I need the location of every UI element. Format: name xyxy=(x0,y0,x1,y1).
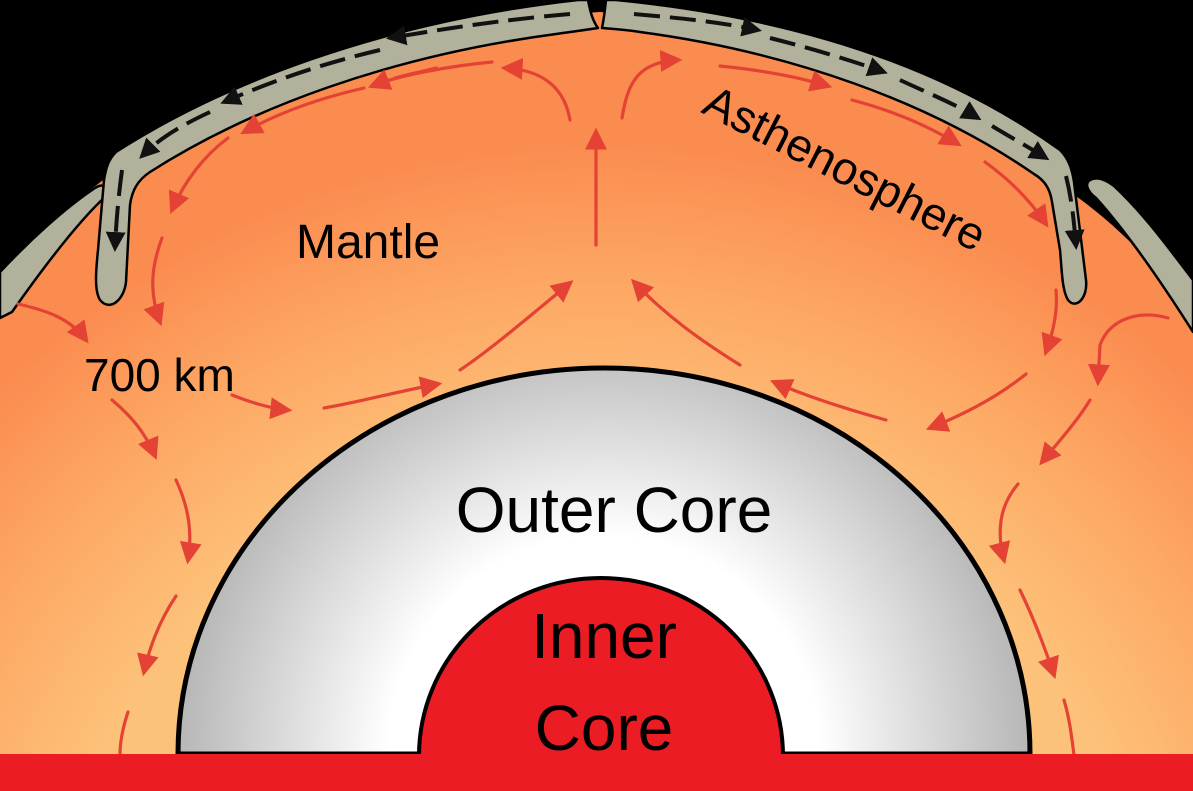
convection-arrow-up-left-curl xyxy=(500,57,572,122)
plate-motion-arrows xyxy=(105,12,1085,252)
convection-arrow-left-down-1 xyxy=(110,398,159,461)
convection-arrow-upper-left-4 xyxy=(143,236,165,327)
convection-arrow-upper-right-2 xyxy=(850,98,962,147)
base-band xyxy=(0,754,1193,791)
outer-core xyxy=(175,365,1033,757)
convection-arrow-upper-left-2 xyxy=(240,86,366,135)
convection-arrow-upper-right-4 xyxy=(1041,288,1063,357)
convection-arrow-right-down-1 xyxy=(1039,398,1092,466)
plate-arrow-right-4 xyxy=(990,124,1050,161)
convection-arrow-left-tail xyxy=(118,710,130,757)
mantle-label: Mantle xyxy=(296,216,440,269)
inner-core-label-line2: Core xyxy=(535,692,674,764)
convection-arrow-right-entry xyxy=(1087,313,1170,387)
convection-arrows xyxy=(16,49,1170,757)
plate-arrow-left-3 xyxy=(139,110,211,159)
convection-arrow-lower-right-2 xyxy=(769,379,888,422)
convection-arrow-tail-left-a xyxy=(393,66,438,80)
plate-arrow-left-2 xyxy=(220,48,381,105)
convection-arrow-up-right-curl xyxy=(620,49,683,120)
plate-arrow-right-3 xyxy=(899,78,982,121)
plate-arrow-left-1 xyxy=(386,12,571,46)
convection-arrow-left-down-2 xyxy=(174,478,202,565)
convection-arrow-700-right xyxy=(230,393,293,420)
inner-core xyxy=(416,576,786,758)
convection-arrow-right-down-3 xyxy=(1018,588,1059,680)
crust-right-edge xyxy=(1085,177,1193,334)
convection-arrow-right-down-2 xyxy=(988,482,1020,565)
plate-arrow-left-down xyxy=(105,169,126,252)
convection-arrow-lower-left-1 xyxy=(322,376,443,410)
convection-arrow-left-entry xyxy=(16,302,89,344)
convection-arrow-upper-right-3 xyxy=(983,160,1049,228)
outer-core-label: Outer Core xyxy=(456,474,773,546)
convection-arrow-lower-right-3 xyxy=(925,372,1028,432)
convection-arrow-right-tail xyxy=(1062,698,1076,757)
inner-core-label-line1: Inner xyxy=(531,600,677,672)
convection-arrow-upper-left-3 xyxy=(168,136,230,215)
plate-arrow-right-1 xyxy=(633,12,762,37)
convection-arrow-left-down-3 xyxy=(137,594,178,677)
convection-arrow-lower-right-1 xyxy=(630,278,742,367)
convection-arrow-lower-left-2 xyxy=(458,280,574,372)
plate-arrow-right-down xyxy=(1064,175,1085,250)
convection-arrow-upper-right-1 xyxy=(718,64,833,92)
depth-label: 700 km xyxy=(84,349,235,401)
plate-arrow-right-2 xyxy=(769,36,888,77)
